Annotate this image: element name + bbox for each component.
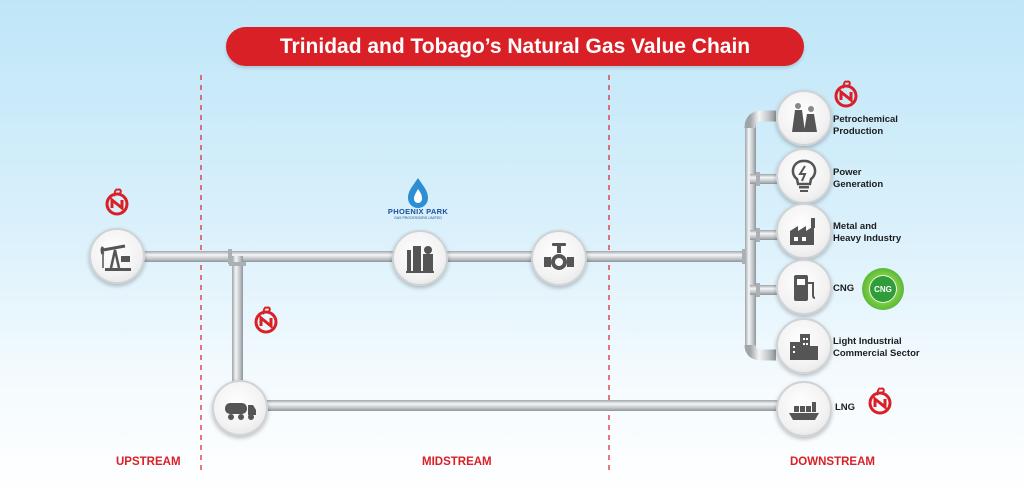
ngc-logo-icon (867, 385, 893, 420)
tanker-truck-node (212, 380, 268, 436)
branch-pipe (232, 256, 243, 386)
buildings-icon (790, 334, 818, 360)
cng-badge-text: CNG (870, 276, 896, 302)
heavy-industry-node (776, 203, 832, 259)
lng-pipe (255, 400, 780, 411)
lng-ship-icon (789, 402, 819, 420)
power-generation-node (776, 148, 832, 204)
gas-processing-plant-icon (406, 246, 434, 273)
cng-node (776, 259, 832, 315)
pipeline-valve-icon (544, 243, 574, 270)
ngc-logo-icon (253, 304, 279, 339)
valve-node (531, 230, 587, 286)
factory-icon (790, 218, 815, 245)
tanker-truck-icon (225, 403, 256, 420)
phoenix-park-name: PHOENIX PARK (387, 207, 449, 216)
fuel-pump-icon (794, 275, 816, 301)
petrochemical-plant-icon (792, 103, 817, 132)
petrochemical-node (776, 90, 832, 146)
cng-badge-icon: CNG (862, 268, 904, 310)
light-bulb-icon (791, 159, 817, 192)
output-label-lng: LNG (835, 402, 856, 413)
oil-pump-jack-icon (100, 244, 131, 271)
gas-processing-node (392, 230, 448, 286)
phoenix-park-subtitle: GAS PROCESSORS LIMITED (394, 216, 442, 220)
light-industrial-node (776, 318, 832, 374)
ngc-logo-icon (833, 78, 859, 113)
stage-downstream: DOWNSTREAM (790, 456, 875, 468)
phoenix-park-logo: PHOENIX PARK GAS PROCESSORS LIMITED (386, 207, 450, 220)
stage-upstream: UPSTREAM (116, 456, 181, 468)
stage-midstream: MIDSTREAM (422, 456, 492, 468)
lng-node (776, 381, 832, 437)
ngc-logo-icon (104, 186, 130, 221)
output-label-cng: CNG (833, 283, 855, 294)
phoenix-park-flame-icon (404, 177, 432, 214)
wellhead-node (89, 228, 145, 284)
page-title: Trinidad and Tobago’s Natural Gas Value … (226, 27, 804, 66)
